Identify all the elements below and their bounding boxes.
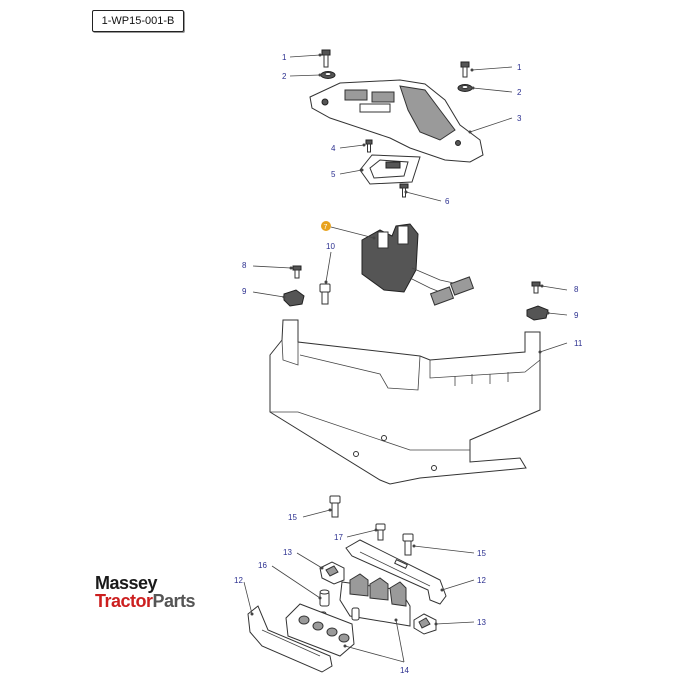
nut-part[interactable] — [283, 289, 305, 307]
logo-word-parts: Parts — [152, 591, 196, 611]
callout-label: 13 — [477, 618, 486, 627]
bracket-part[interactable] — [359, 154, 421, 185]
callout-label: 5 — [331, 170, 336, 179]
screw-part[interactable] — [531, 281, 541, 294]
callout-label: 15 — [288, 513, 297, 522]
clamp-part[interactable] — [413, 613, 437, 635]
clamp-part[interactable] — [319, 561, 345, 585]
callout-label: 11 — [574, 339, 583, 348]
callout-label: 7 — [324, 224, 328, 231]
logo-word-tractor: Tractor — [95, 591, 153, 611]
clip-block-part[interactable] — [339, 573, 411, 627]
clamp-bracket-part[interactable] — [345, 539, 447, 605]
callout-label: 2 — [517, 88, 522, 97]
callout-label: 8 — [574, 285, 579, 294]
callout-label: 12 — [234, 576, 243, 585]
bolt-part[interactable] — [329, 495, 341, 518]
callout-leaders — [243, 53, 568, 663]
switch-harness-part[interactable] — [361, 223, 475, 306]
screw-part[interactable] — [460, 61, 470, 78]
callout-label: 15 — [477, 549, 486, 558]
callout-label: 2 — [282, 72, 287, 81]
callout-label: 3 — [517, 114, 522, 123]
callout-label: 9 — [574, 311, 579, 320]
clamp-bracket-part[interactable] — [247, 605, 333, 673]
callout-label: 17 — [334, 533, 343, 542]
callout-label: 1 — [517, 63, 522, 72]
callout-label: 16 — [258, 561, 267, 570]
logo-line-1: Massey — [95, 573, 158, 593]
bolt-part[interactable] — [402, 533, 414, 556]
highlight-marker — [321, 221, 331, 231]
nut-part[interactable] — [526, 305, 549, 321]
callout-label: 9 — [242, 287, 247, 296]
bolt-part[interactable] — [319, 283, 331, 305]
callout-label: 1 — [282, 53, 287, 62]
callout-label: 6 — [445, 197, 450, 206]
clip-block-part[interactable] — [285, 603, 355, 657]
console-cover-part[interactable] — [309, 79, 484, 163]
callout-label: 8 — [242, 261, 247, 270]
diagram-reference-code: 1-WP15-001-B — [92, 10, 184, 32]
screw-part[interactable] — [321, 49, 331, 68]
screw-part[interactable] — [292, 265, 302, 279]
screw-part[interactable] — [399, 183, 409, 198]
callout-label: 10 — [326, 242, 335, 251]
logo-line-2: TractorParts — [95, 591, 196, 611]
bolt-part[interactable] — [375, 523, 386, 541]
washer-part[interactable] — [320, 71, 336, 79]
callout-label: 12 — [477, 576, 486, 585]
callout-label: 4 — [331, 144, 336, 153]
mounting-plate-part[interactable] — [269, 319, 541, 485]
callout-labels: 1 2 1 2 3 4 5 6 7 10 8 9 8 9 11 15 17 15… — [234, 53, 583, 675]
callout-label: 13 — [283, 548, 292, 557]
callout-label: 14 — [400, 666, 409, 675]
screw-part[interactable] — [365, 139, 373, 153]
massey-tractor-parts-logo: Massey TractorParts — [95, 573, 196, 611]
washer-part[interactable] — [457, 84, 473, 92]
spacer-part[interactable] — [319, 589, 330, 607]
